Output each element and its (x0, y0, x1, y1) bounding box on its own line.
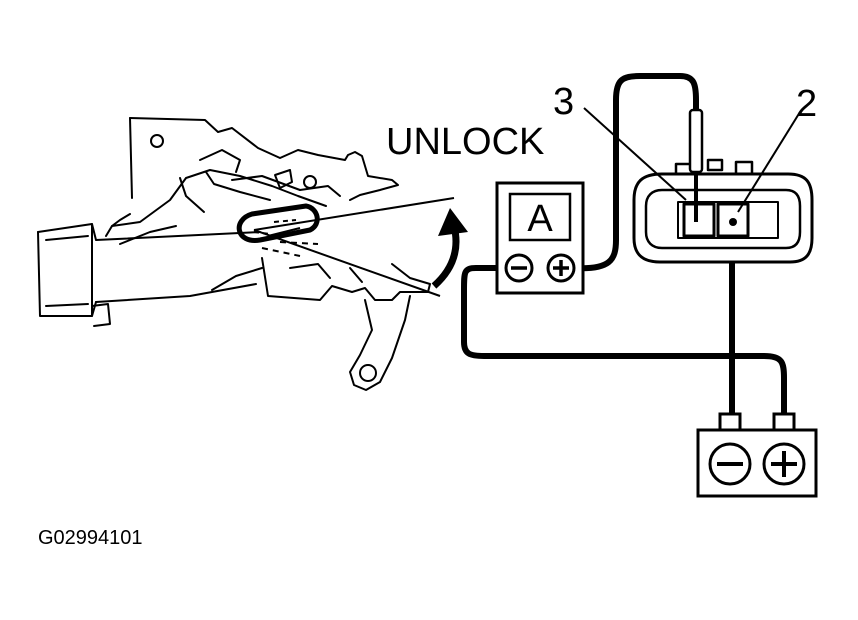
motor-connector (632, 158, 814, 264)
connector-terminal-2 (716, 202, 750, 238)
ammeter-display (508, 192, 572, 242)
battery (696, 412, 818, 498)
mounting-hole (150, 134, 164, 148)
negative-lead (461, 265, 787, 423)
callout-lines (583, 107, 801, 213)
lever-pivot (359, 364, 377, 382)
test-probe (688, 108, 704, 222)
ammeter-label: A (527, 198, 553, 240)
battery-positive-terminal-icon (762, 442, 806, 486)
unlock-label: UNLOCK (386, 121, 544, 163)
door-lock-assembly (37, 117, 431, 391)
mounting-hole (303, 175, 317, 189)
terminal-2-label: 2 (796, 83, 817, 125)
lock-knob (236, 203, 320, 257)
positive-lead (571, 73, 699, 272)
figure-code: G02994101 (38, 527, 143, 549)
connector-terminal-3 (682, 202, 716, 238)
ammeter: A (495, 181, 585, 295)
ammeter-negative-terminal-icon (504, 253, 534, 283)
battery-negative-terminal-icon (708, 442, 752, 486)
movement-indicator-lines (253, 197, 455, 297)
terminal-3-label: 3 (553, 81, 574, 123)
unlock-direction-arrow-icon (431, 208, 468, 289)
ammeter-positive-terminal-icon (546, 253, 576, 283)
